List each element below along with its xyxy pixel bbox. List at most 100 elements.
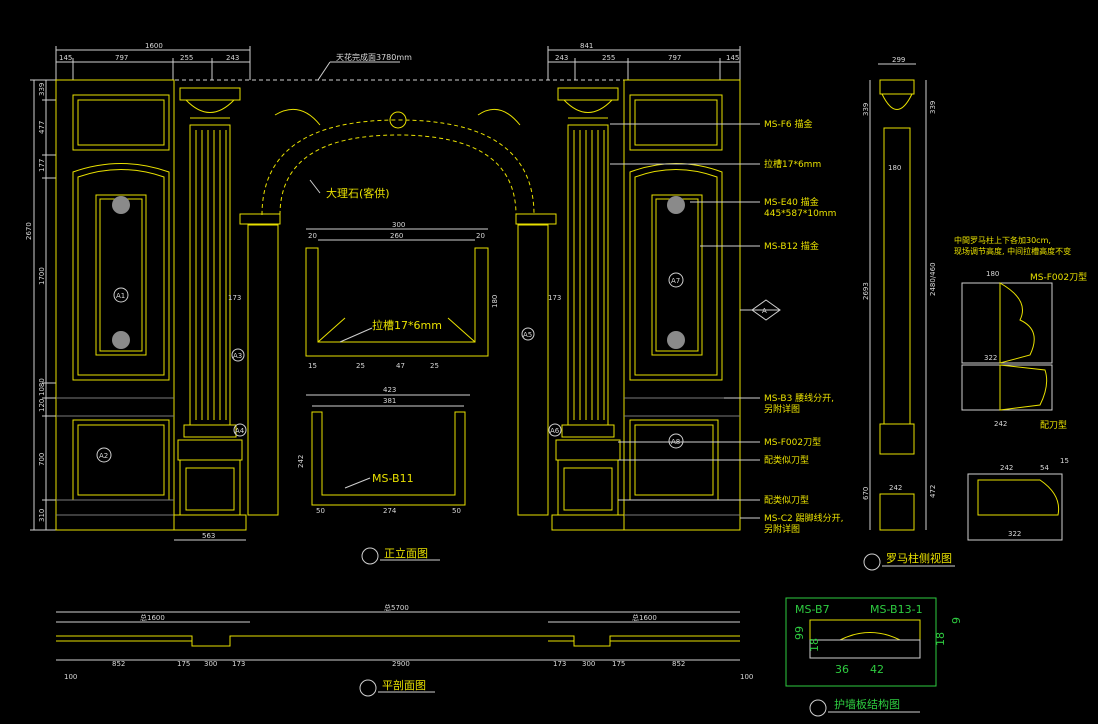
svg-text:242: 242 [1000, 464, 1013, 472]
dim-left-v5: 120 [38, 399, 46, 412]
dim-b25a: 25 [356, 362, 365, 370]
dim-h242: 242 [297, 455, 305, 468]
svg-text:99: 99 [793, 626, 806, 640]
svg-text:852: 852 [112, 660, 125, 668]
side-blade-callout: 配刀型 [1040, 420, 1067, 431]
svg-text:670: 670 [862, 487, 870, 500]
dim-col563: 563 [202, 532, 215, 540]
marble-callout: 大理石(客供) [326, 186, 390, 200]
svg-text:A1: A1 [116, 292, 125, 300]
plan-right: 总1600 [632, 613, 657, 622]
dim-173a: 173 [228, 294, 241, 302]
dim-h180: 180 [491, 295, 499, 308]
dim-173b: 173 [548, 294, 561, 302]
dim-left-total: 1600 [145, 42, 163, 50]
dim-left-a: 145 [59, 54, 72, 62]
svg-text:175: 175 [612, 660, 625, 668]
dim-left-v1: 477 [38, 121, 46, 134]
section-marker: A [762, 307, 767, 315]
plan-total: 总5700 [384, 603, 409, 612]
callout-f002: MS-F002刀型 [764, 437, 821, 448]
title-side-view: 罗马柱侧视图 [886, 551, 952, 565]
svg-text:15: 15 [1060, 457, 1069, 465]
b11-callout: MS-B11 [372, 472, 414, 485]
svg-text:54: 54 [1040, 464, 1049, 472]
right-roman-column: A6 [548, 87, 625, 531]
dim-w423: 423 [383, 386, 396, 394]
tag-a3: A3 [233, 352, 242, 360]
svg-text:175: 175 [177, 660, 190, 668]
tag-a5: A5 [523, 331, 532, 339]
side-f002-callout: MS-F002刀型 [1030, 272, 1087, 283]
tag-a2 [96, 447, 112, 463]
dim-b50b: 50 [452, 507, 461, 515]
svg-text:173: 173 [553, 660, 566, 668]
svg-text:100: 100 [64, 673, 77, 681]
svg-text:100: 100 [740, 673, 753, 681]
callout-e40-a: MS-E40 描金 [764, 196, 819, 208]
dim-w20a: 20 [308, 232, 317, 240]
svg-text:正立面图: 正立面图 [384, 546, 428, 560]
callout-c2-b: 另附详图 [764, 523, 800, 535]
dim-b47: 47 [396, 362, 405, 370]
dim-w260: 260 [390, 232, 403, 240]
ceiling-leader [317, 61, 331, 81]
svg-text:9: 9 [950, 617, 963, 624]
svg-text:180: 180 [888, 164, 901, 172]
scroll-ornament [274, 108, 521, 126]
dim-b15: 15 [308, 362, 317, 370]
left-wainscot-panel: A1 A2 [55, 79, 175, 531]
svg-text:322: 322 [1008, 530, 1021, 538]
svg-text:180: 180 [986, 270, 999, 278]
dim-left-v6: 700 [38, 453, 46, 466]
dim-b274: 274 [383, 507, 397, 515]
dim-left-b: 797 [115, 54, 128, 62]
title-plan: 平剖面图 [382, 678, 426, 692]
plan-left: 总1600 [140, 613, 165, 622]
dim-w20b: 20 [476, 232, 485, 240]
svg-text:300: 300 [582, 660, 595, 668]
wainscot-detail-box: MS-B7 MS-B13-1 36 42 9 18 18 99 [785, 597, 963, 687]
tag-a7: A7 [671, 277, 680, 285]
svg-text:173: 173 [232, 660, 245, 668]
side-note-b: 现场调节高度, 中间拉槽高度不变 [954, 246, 1071, 256]
dim-right-c: 797 [668, 54, 681, 62]
svg-text:300: 300 [204, 660, 217, 668]
callout-c2-a: MS-C2 踢脚线分开, [764, 512, 843, 524]
dim-left-vtotal: 2670 [25, 222, 33, 240]
dim-left-v2: 177 [38, 159, 46, 172]
ceiling-callout: 天花完成面3780mm [336, 52, 412, 62]
tag-a6: A6 [550, 427, 560, 435]
dim-w300: 300 [392, 221, 405, 229]
svg-text:472: 472 [929, 485, 937, 498]
svg-text:2480/460: 2480/460 [929, 262, 937, 296]
plan-section: 总5700 总1600 总1600 852 175 300 173 2900 1… [56, 603, 753, 697]
detail-b7: MS-B7 [795, 603, 830, 616]
left-roman-column: 563 A3 A4 [173, 87, 247, 541]
dim-left-d: 243 [226, 54, 239, 62]
dim-side-w: 299 [892, 56, 905, 64]
callout-groove-right: 拉槽17*6mm [764, 158, 821, 170]
callout-b3-b: 另附详图 [764, 403, 800, 415]
top-dimension-chain-left: 1600 145 797 255 243 [55, 42, 251, 80]
callout-cap1: 配类似刀型 [764, 454, 809, 466]
dim-right-b: 255 [602, 54, 615, 62]
title-front-elevation: 正立面图 [361, 546, 440, 565]
dim-right-d: 145 [726, 54, 739, 62]
dim-left-v7: 310 [38, 509, 46, 522]
dim-left-v4: 1080 [38, 378, 46, 396]
central-arch: 173 173 大理石(客供) A5 300 260 20 20 180 拉槽1… [228, 108, 561, 516]
dim-b25b: 25 [430, 362, 439, 370]
top-dimension-chain-right: 841 243 255 797 145 [547, 42, 741, 80]
svg-text:2900: 2900 [392, 660, 410, 668]
right-callouts: MS-F6 描金 拉槽17*6mm MS-E40 描金 445*587*10mm… [610, 118, 843, 535]
svg-text:339: 339 [929, 101, 937, 114]
dim-left-v3: 1700 [38, 267, 46, 285]
dim-right-a: 243 [555, 54, 568, 62]
callout-e40-b: 445*587*10mm [764, 209, 836, 219]
left-vertical-dimensions: 2670 339 477 177 1700 1080 120 700 310 [25, 79, 56, 531]
svg-text:322: 322 [984, 354, 997, 362]
title-detail: 护墙板结构图 [809, 697, 920, 717]
dim-left-v0: 339 [38, 83, 46, 96]
